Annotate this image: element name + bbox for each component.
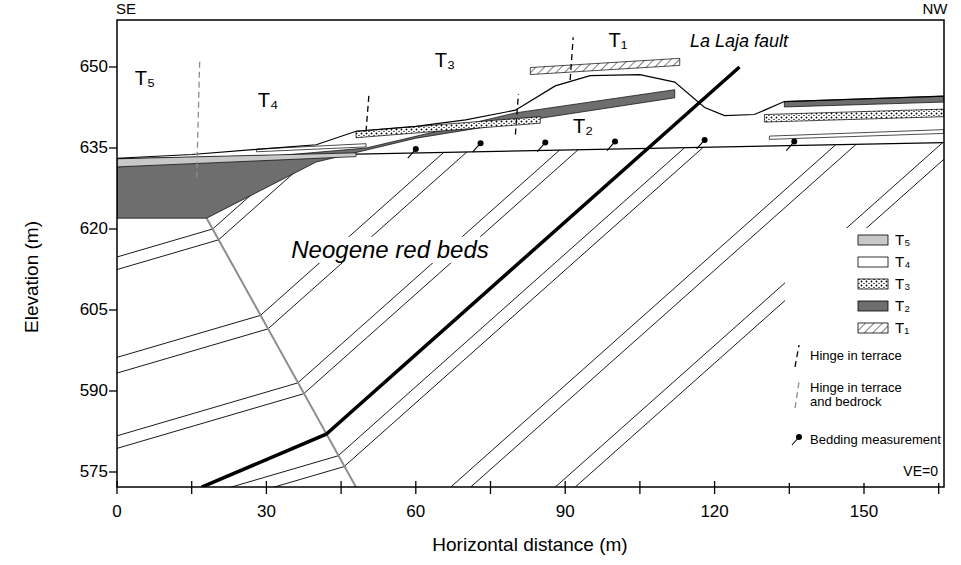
- bedding-measurement: [537, 140, 548, 152]
- bedding-measurement: [786, 139, 797, 151]
- terrace-t3: [356, 117, 540, 138]
- tick-label: 60: [406, 503, 425, 522]
- bedding-line: [555, 143, 942, 487]
- tick: [109, 228, 117, 229]
- tick: [109, 147, 117, 148]
- section: [117, 37, 944, 487]
- legend-text: Hinge in terrace and bedrock: [810, 381, 922, 410]
- legend-swatch: [858, 279, 888, 289]
- bedding-line: [575, 142, 944, 487]
- terrace-label: T₁: [609, 29, 628, 51]
- tick: [714, 481, 715, 494]
- tick-label: 635: [80, 139, 108, 158]
- axis-title: Elevation (m): [22, 221, 43, 333]
- tick-label: 590: [80, 382, 108, 401]
- legend-text: T₅: [895, 232, 910, 249]
- bedding-dot: [478, 140, 484, 146]
- tick: [266, 481, 267, 494]
- bedding-dot: [702, 137, 708, 143]
- tick-label: 30: [257, 503, 276, 522]
- tick: [191, 481, 192, 494]
- terrace-t1: [530, 58, 679, 74]
- legend-text: T₂: [895, 298, 910, 315]
- tick: [109, 66, 117, 67]
- legend-swatch: [858, 257, 888, 267]
- tick-label: 605: [80, 301, 108, 320]
- legend-hinge-sample: [795, 345, 799, 367]
- legend-text: T₄: [895, 254, 910, 271]
- plot-frame: [117, 20, 944, 487]
- tick: [109, 390, 117, 391]
- terrace-label: T₂: [573, 115, 593, 137]
- topography: [117, 75, 944, 159]
- legend-samples: [792, 235, 888, 445]
- terrace-t2: [784, 96, 943, 107]
- terrace-label: T₄: [258, 89, 278, 111]
- legend-text: Bedding measurement: [810, 433, 941, 447]
- tick: [639, 481, 640, 494]
- tick-label: 0: [112, 503, 121, 522]
- terrace-label: T₃: [435, 49, 455, 71]
- legend-ground: [785, 228, 940, 483]
- legend-swatch: [858, 301, 888, 311]
- terrace-t5: [117, 153, 356, 167]
- legend-text: Hinge in terrace: [810, 349, 902, 363]
- terrace-label: T₅: [135, 67, 155, 89]
- bedding-measurement: [607, 139, 618, 151]
- legend-text: T₃: [895, 276, 910, 293]
- bedding-dot: [612, 139, 618, 145]
- tick: [109, 309, 117, 310]
- hinge-terrace: [366, 94, 369, 132]
- legend-text: T₁: [895, 320, 909, 337]
- direction-label: SE: [116, 1, 136, 18]
- bedding-measurement: [473, 140, 484, 152]
- tick-label: 120: [700, 503, 728, 522]
- tick: [490, 481, 491, 494]
- legend-hinge-sample: [795, 382, 799, 408]
- tick-label: 575: [80, 463, 108, 482]
- fault-label: La Laja fault: [690, 32, 788, 52]
- legend-bedding-dot: [796, 434, 802, 440]
- note-label: VE=0: [903, 464, 938, 479]
- tick: [340, 481, 341, 494]
- legend-swatch: [858, 323, 888, 333]
- fault-line: [202, 67, 740, 487]
- hinge-terrace: [515, 94, 518, 135]
- tick-label: 620: [80, 220, 108, 239]
- bedding-dot: [791, 139, 797, 145]
- bedding-line: [451, 145, 836, 487]
- hinge-terrace-bedrock: [197, 62, 200, 178]
- terrace-t3: [764, 109, 943, 122]
- bedding-measurement: [697, 137, 708, 149]
- terrace-t4: [769, 130, 943, 140]
- bedding-dot: [413, 146, 419, 152]
- tick: [565, 481, 566, 494]
- tick-label: 150: [850, 503, 878, 522]
- tick-label: 650: [80, 58, 108, 77]
- legend-swatch: [858, 235, 888, 245]
- tick: [415, 481, 416, 494]
- bedding-dot: [542, 140, 548, 146]
- bedding-measurement: [408, 146, 419, 158]
- tick: [109, 471, 117, 472]
- axis-title: Horizontal distance (m): [432, 535, 627, 556]
- direction-label: NW: [923, 1, 948, 18]
- unit-label: Neogene red beds: [287, 237, 492, 263]
- tick-label: 90: [556, 503, 575, 522]
- hinge-terrace: [570, 37, 573, 80]
- tick: [116, 481, 117, 494]
